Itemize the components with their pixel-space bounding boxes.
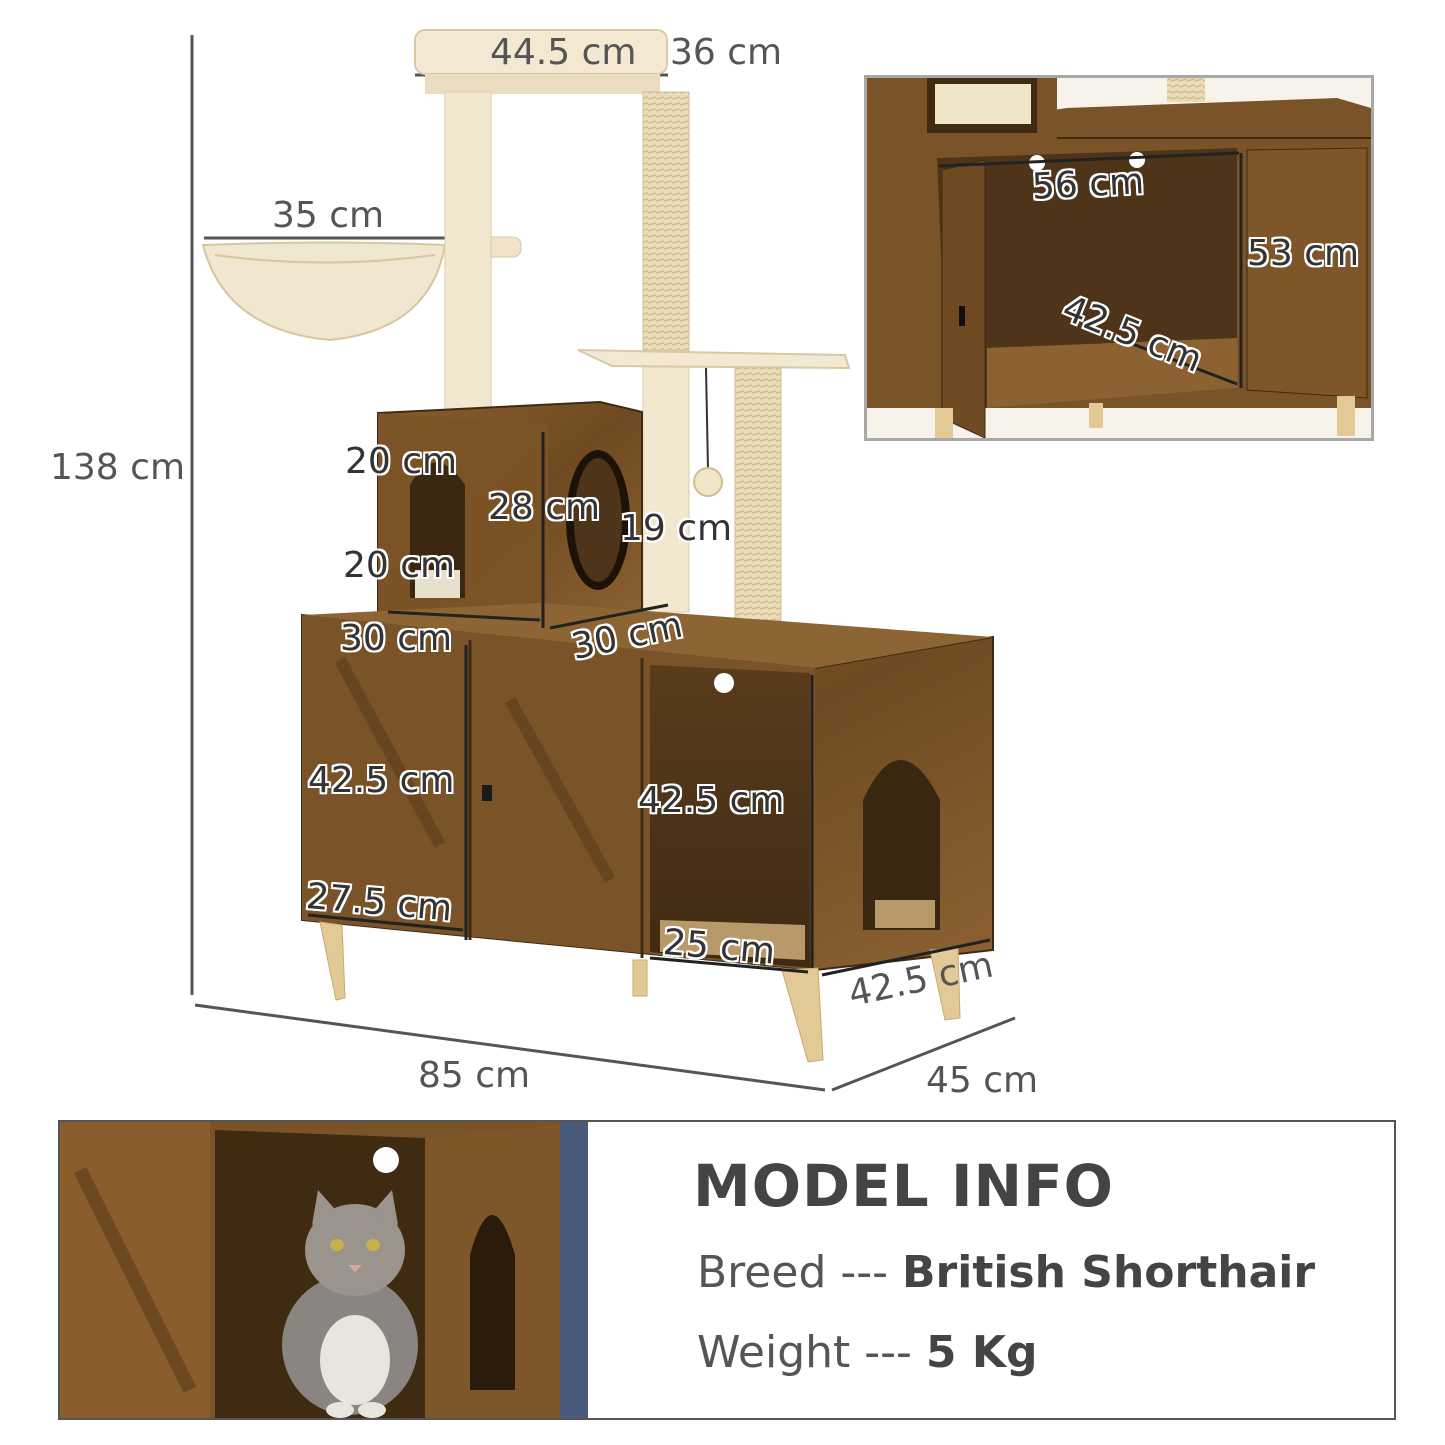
- dim-cabinet-right-height: 42.5 cm: [638, 780, 785, 821]
- breed-label: Breed ---: [697, 1247, 888, 1298]
- dim-condo-width: 30 cm: [340, 618, 453, 659]
- legs: [319, 921, 961, 1063]
- inner-dimension-lines: [307, 432, 991, 977]
- cabinet: [301, 603, 994, 972]
- inset-dim-height: 53 cm: [1247, 233, 1360, 274]
- inset-illustration: [867, 78, 1371, 438]
- model-info-panel: [58, 1120, 1396, 1420]
- inset-interior-photo: 56 cm 53 cm 42.5 cm: [864, 75, 1374, 441]
- dim-top-depth: 36 cm: [670, 32, 783, 73]
- middle-platform: [577, 349, 851, 497]
- weight-value: 5 Kg: [925, 1327, 1038, 1378]
- dim-condo-height: 28 cm: [488, 487, 601, 528]
- breed-line: Breed --- British Shorthair: [697, 1247, 1315, 1298]
- weight-line: Weight --- 5 Kg: [697, 1327, 1037, 1378]
- model-info-title: MODEL INFO: [693, 1152, 1114, 1220]
- dim-hammock-width: 35 cm: [272, 195, 385, 236]
- dim-total-height: 138 cm: [50, 447, 186, 488]
- weight-label: Weight ---: [697, 1327, 912, 1378]
- breed-value: British Shorthair: [902, 1247, 1316, 1298]
- top-platform: [414, 29, 668, 94]
- condo-box: [377, 400, 643, 632]
- dim-condo-door-width: 20 cm: [343, 545, 456, 586]
- dim-cabinet-left-height: 42.5 cm: [308, 760, 455, 801]
- dim-condo-door-height: 20 cm: [345, 441, 458, 482]
- inset-dim-width: 56 cm: [1031, 161, 1146, 208]
- dim-total-width: 85 cm: [418, 1055, 531, 1096]
- dim-top-width: 44.5 cm: [490, 32, 637, 73]
- dim-total-depth: 45 cm: [926, 1060, 1039, 1101]
- dim-condo-side-hole: 19 cm: [620, 508, 733, 549]
